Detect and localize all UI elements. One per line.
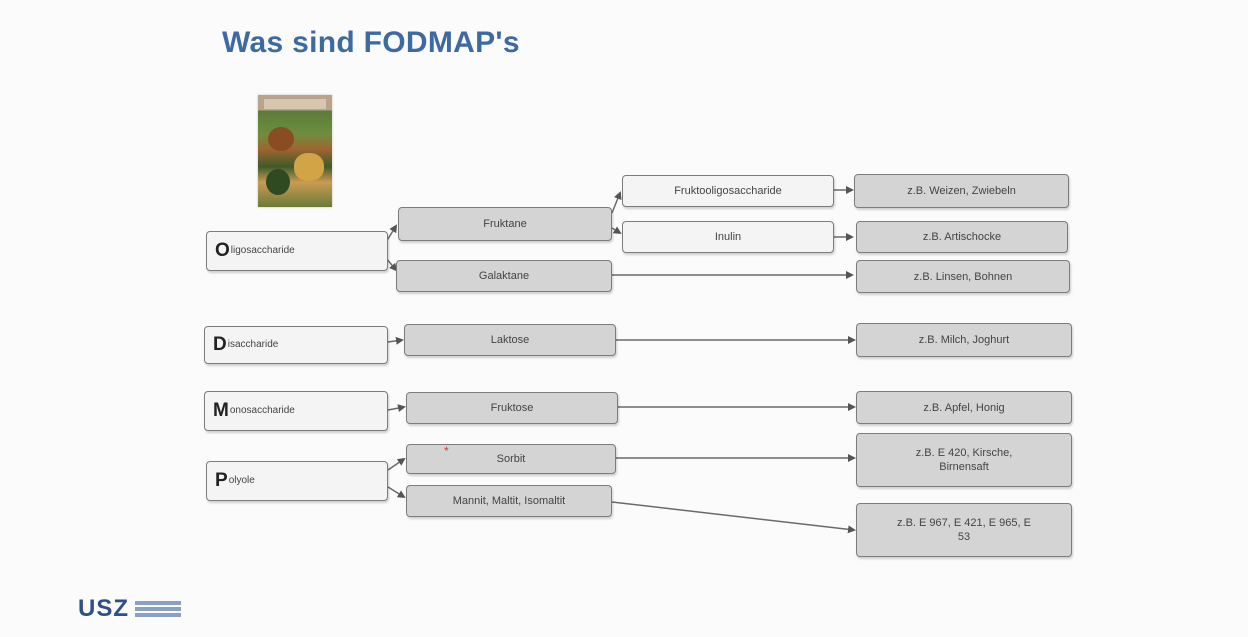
slide-title: Was sind FODMAP's bbox=[222, 26, 520, 59]
substance-fruktose: Fruktose bbox=[406, 392, 618, 424]
category-label: onosaccharide bbox=[229, 405, 295, 416]
example-linsen: z.B. Linsen, Bohnen bbox=[856, 260, 1070, 293]
substance-laktose: Laktose bbox=[404, 324, 616, 356]
example-weizen: z.B. Weizen, Zwiebeln bbox=[854, 174, 1069, 208]
logo-text: USZ bbox=[78, 595, 129, 622]
category-label: olyole bbox=[228, 475, 255, 486]
category-label: ligosaccharide bbox=[230, 245, 295, 256]
book-illustration bbox=[294, 153, 324, 181]
example-artischocke: z.B. Artischocke bbox=[856, 221, 1068, 253]
example-e967: z.B. E 967, E 421, E 965, E 53 bbox=[856, 503, 1072, 557]
example-milch: z.B. Milch, Joghurt bbox=[856, 323, 1072, 357]
connector-inulin bbox=[611, 226, 622, 235]
substance-polyole-more: Mannit, Maltit, Isomaltit bbox=[406, 485, 612, 517]
category-initial: D bbox=[213, 334, 227, 355]
connector-fos bbox=[611, 191, 622, 214]
sorbit-marker: * bbox=[444, 444, 449, 458]
category-initial: O bbox=[215, 240, 230, 261]
category-initial: P bbox=[215, 470, 228, 491]
substance-sorbit: Sorbit bbox=[406, 444, 616, 474]
connector-laktose bbox=[387, 336, 404, 345]
usz-logo: USZ bbox=[78, 595, 181, 623]
category-initial: M bbox=[213, 400, 229, 421]
book-cover-image bbox=[258, 95, 332, 207]
example-e420: z.B. E 420, Kirsche, Birnensaft bbox=[856, 433, 1072, 487]
connector-polyole-more bbox=[387, 486, 406, 499]
book-illustration bbox=[268, 127, 294, 151]
connector-e967 bbox=[611, 501, 856, 534]
substance-galaktane: Galaktane bbox=[396, 260, 612, 292]
logo-subtitle-lines bbox=[135, 601, 181, 617]
example-apfel: z.B. Apfel, Honig bbox=[856, 391, 1072, 424]
connector-fruktose bbox=[387, 404, 406, 413]
book-illustration bbox=[266, 169, 290, 195]
connector-sorbit bbox=[387, 457, 406, 471]
category-label: isaccharide bbox=[227, 339, 279, 350]
subtype-inulin: Inulin bbox=[622, 221, 834, 253]
book-title-band bbox=[264, 99, 326, 109]
subtype-fruktooligosaccharide: Fruktooligosaccharide bbox=[622, 175, 834, 207]
substance-fruktane: Fruktane bbox=[398, 207, 612, 241]
